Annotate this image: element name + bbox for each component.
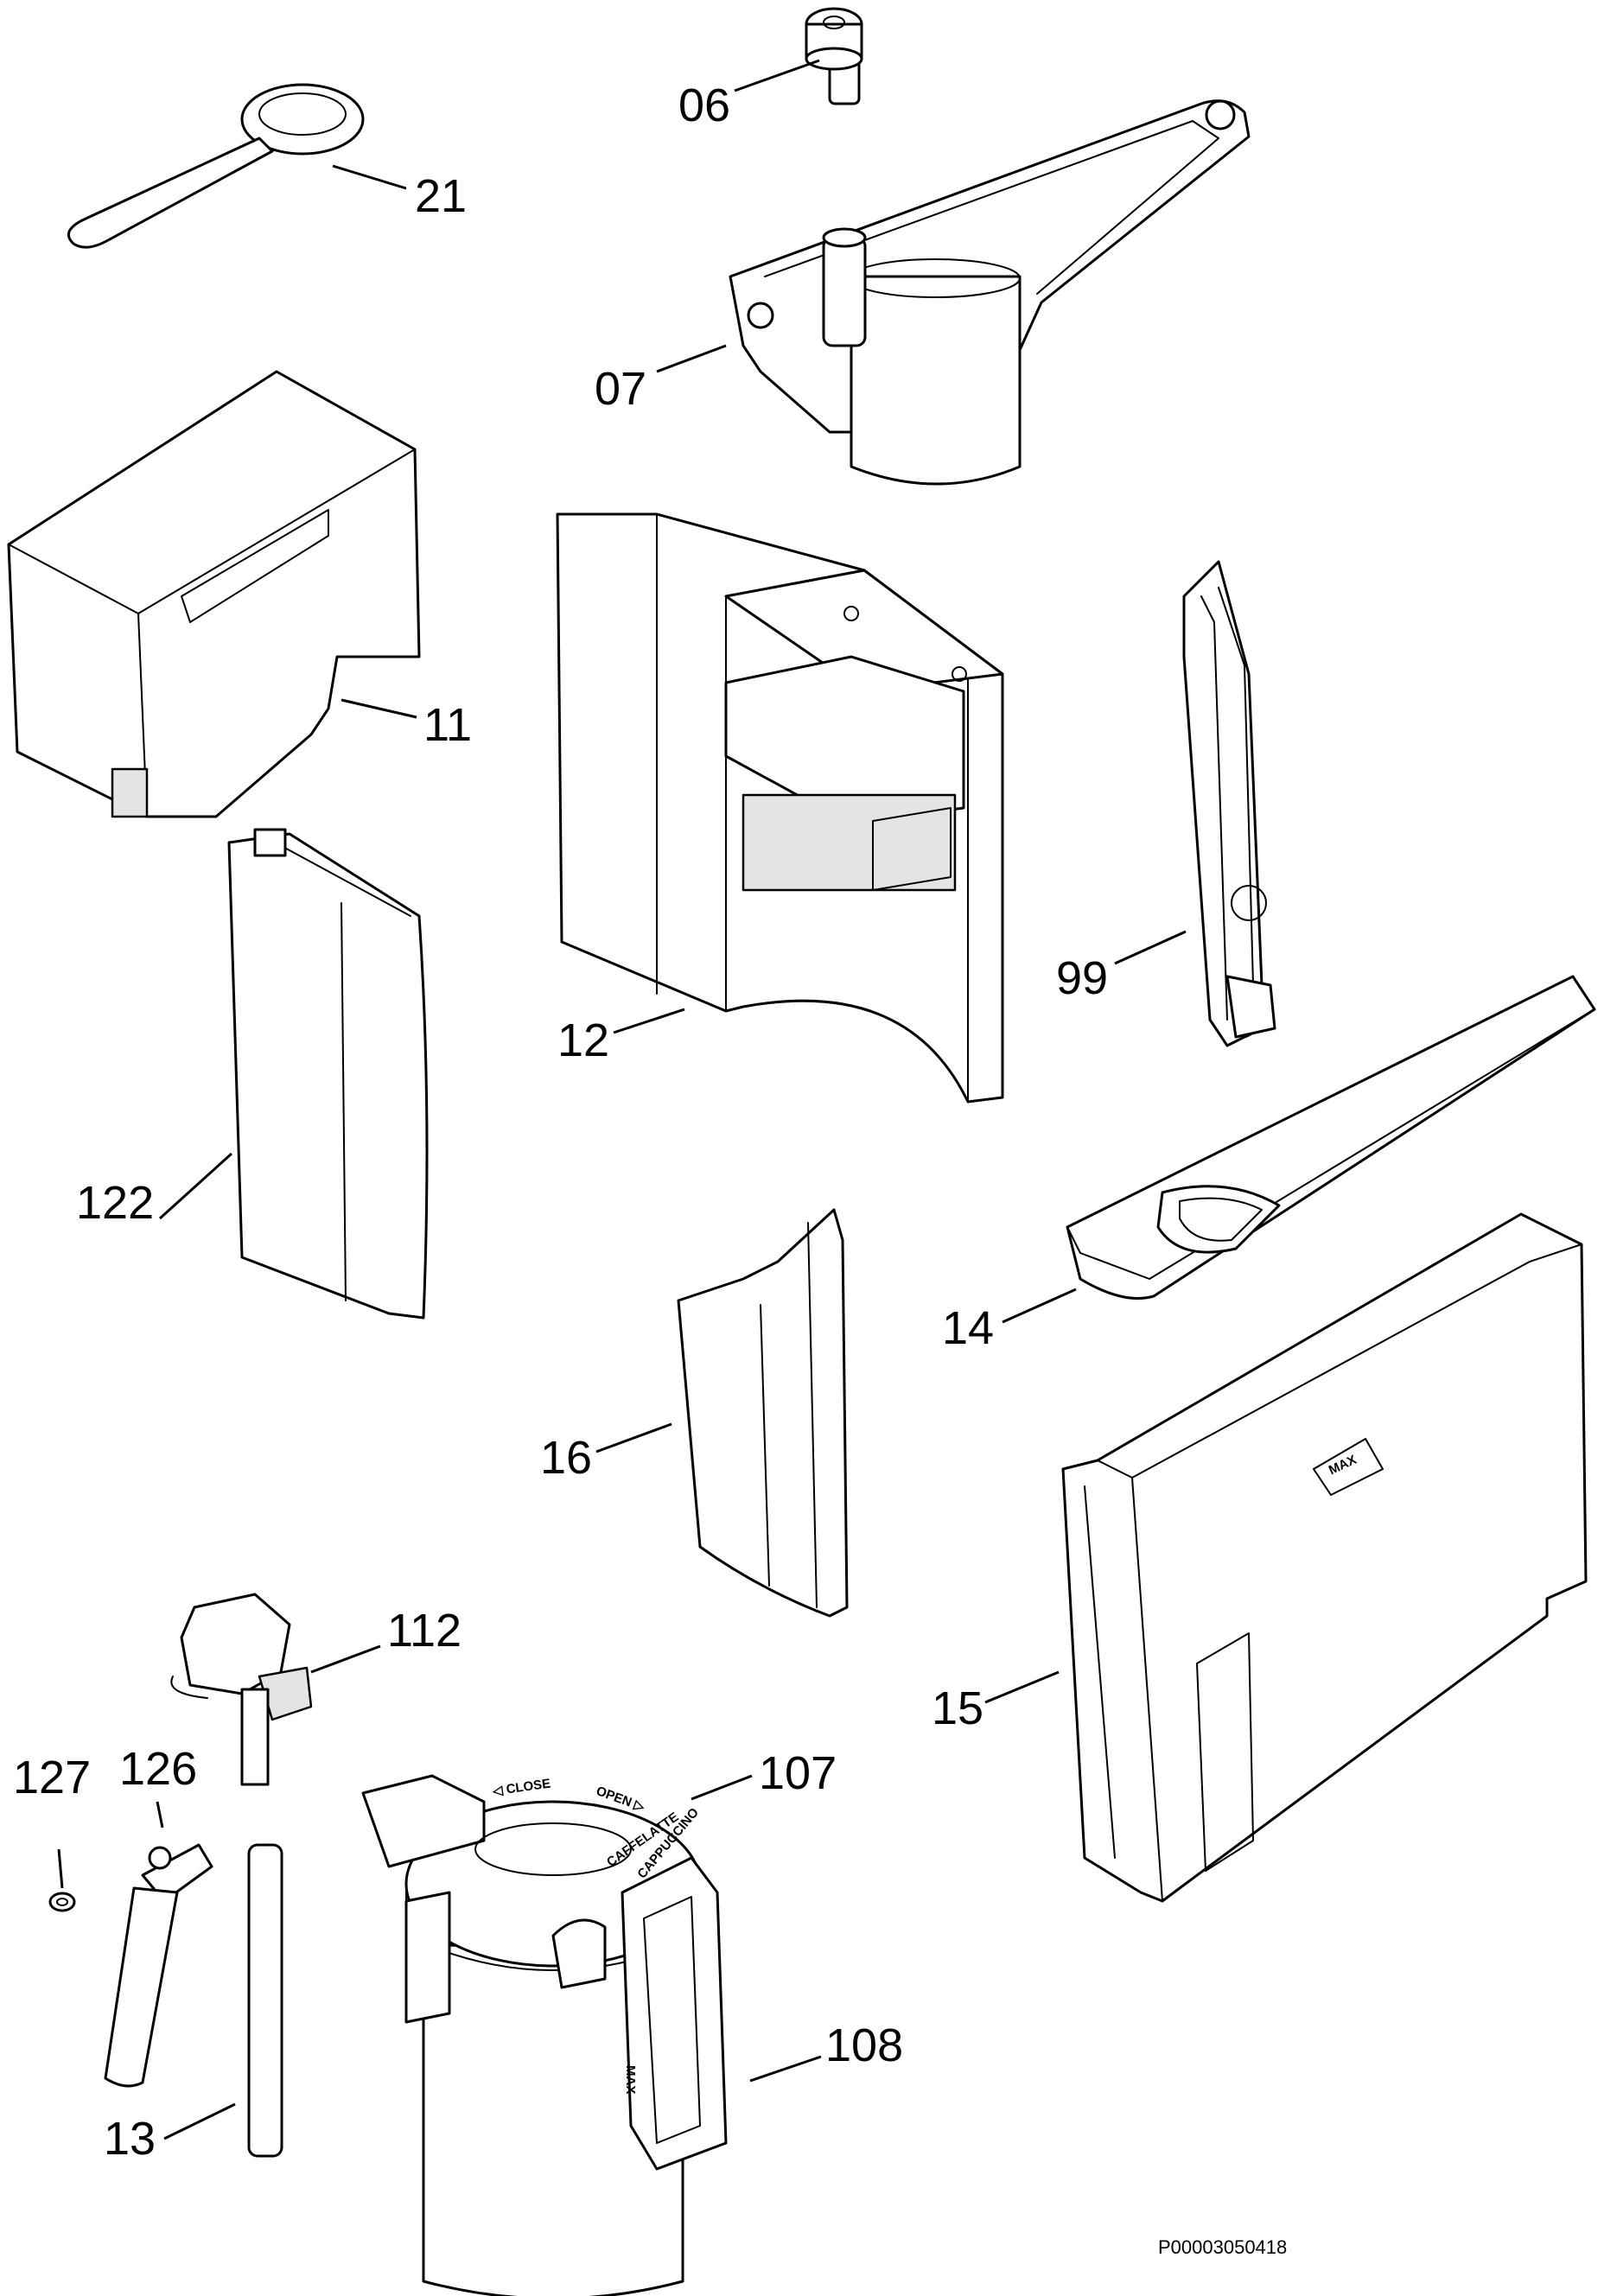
part-15-water-tank: MAX: [1061, 1212, 1588, 1903]
part-126-elbow-tube: [104, 1843, 213, 2088]
part-16-curved-panel: [677, 1208, 849, 1618]
leader-lines: [57, 59, 1187, 2140]
part-122-side-panel: [227, 828, 429, 1320]
leader-21: [332, 164, 407, 190]
part-107-108-milk-jug: ◁ CLOSE OPEN ▷ CAFFELATTE CAPPUCCINO MAX: [361, 1774, 728, 2296]
part-06-knob: [805, 7, 863, 105]
close-marking: ◁ CLOSE: [491, 1776, 551, 1798]
part-13-straight-tube: [247, 1843, 283, 2158]
leader-127: [57, 1848, 64, 1889]
callout-127: 127: [13, 1752, 91, 1803]
callout-12: 12: [557, 1014, 609, 1066]
leader-06: [734, 59, 820, 92]
callout-99: 99: [1056, 952, 1108, 1004]
callout-126: 126: [119, 1743, 197, 1795]
leader-16: [595, 1422, 672, 1453]
leader-11: [341, 698, 417, 719]
part-14-lid: [1066, 975, 1596, 1300]
leader-13: [163, 2102, 236, 2140]
part-07-funnel: [729, 99, 1251, 486]
callout-108: 108: [825, 2019, 903, 2071]
leader-112: [310, 1644, 381, 1674]
leader-107: [691, 1774, 753, 1801]
max-marking-jug: MAX: [623, 2065, 638, 2094]
callout-107: 107: [759, 1747, 837, 1799]
callout-112: 112: [387, 1605, 461, 1657]
part-112-valve-head: [170, 1593, 313, 1786]
callout-13: 13: [104, 2113, 156, 2165]
callout-16: 16: [540, 1432, 592, 1484]
part-127-o-ring: [48, 1892, 76, 1912]
document-id: P00003050418: [1158, 2236, 1287, 2258]
callout-21: 21: [415, 170, 467, 222]
callout-06: 06: [678, 80, 730, 131]
callout-07: 07: [595, 363, 646, 415]
callout-122: 122: [76, 1177, 154, 1229]
leader-126: [156, 1801, 164, 1829]
callout-11: 11: [423, 699, 472, 751]
part-21-measuring-spoon: [67, 83, 365, 249]
leader-99: [1114, 930, 1187, 965]
part-11-box-container: [7, 370, 421, 818]
leader-14: [1002, 1288, 1077, 1324]
leader-122: [158, 1152, 233, 1220]
callout-14: 14: [942, 1302, 994, 1354]
part-99-rail: [1182, 560, 1276, 1047]
callout-labels: 06 21 07 11 12 99 122 14 16 15 112 127 1…: [13, 80, 1108, 2165]
leader-07: [656, 344, 727, 373]
leader-12: [613, 1008, 685, 1034]
callout-15: 15: [932, 1682, 983, 1734]
leader-108: [749, 2055, 822, 2083]
part-12-housing: [556, 512, 1004, 1103]
leader-15: [984, 1670, 1060, 1704]
